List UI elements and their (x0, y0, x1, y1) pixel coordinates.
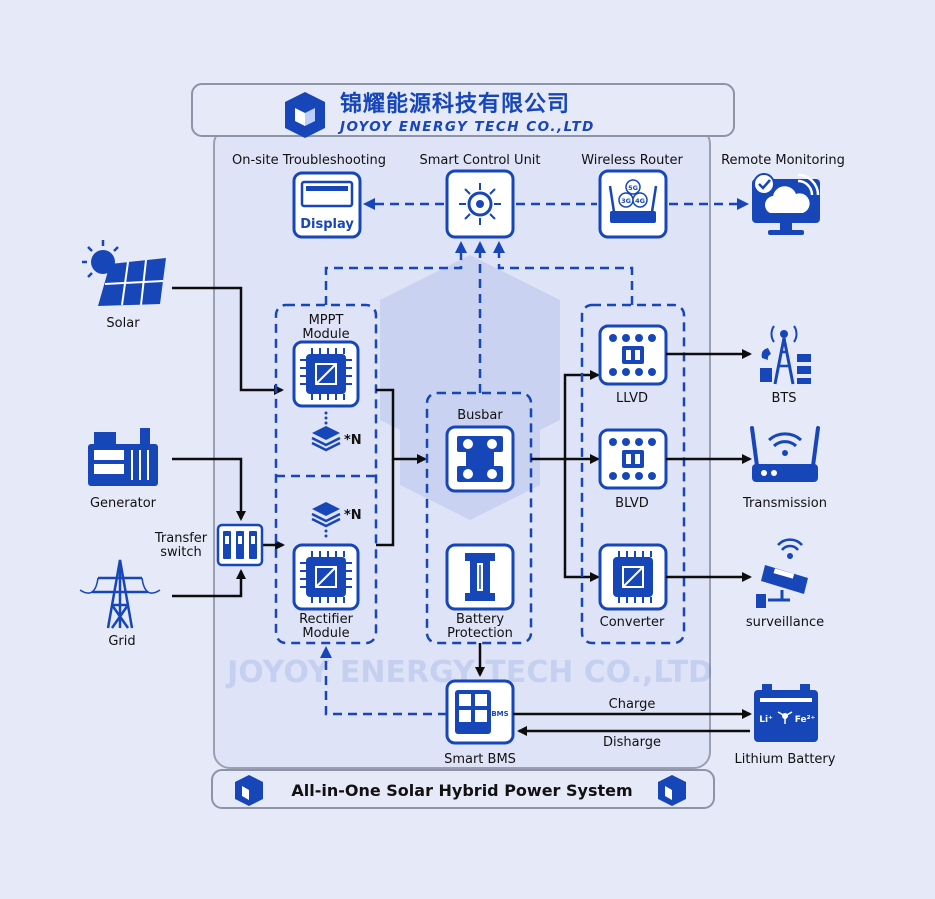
display-text: Display (300, 217, 354, 232)
bms-chip-text: BMS (491, 710, 508, 718)
watermark-logo (380, 255, 560, 520)
transfer-switch-icon (216, 523, 264, 567)
battery-protection-icon (445, 543, 515, 611)
converter-label: Converter (600, 615, 665, 630)
mppt-ellipsis-icon (324, 411, 328, 425)
solar-label: Solar (106, 316, 140, 331)
solar-to-mppt-link (172, 286, 284, 395)
transmission-router-icon (750, 426, 820, 482)
generator-icon (88, 428, 158, 486)
solar-panel-icon (82, 240, 166, 306)
grid-label: Grid (108, 634, 135, 649)
smart-bms-label: Smart BMS (444, 752, 516, 767)
generator-to-switch-link (172, 457, 246, 521)
smart-bms-icon: BMS (445, 679, 515, 745)
bts-label: BTS (771, 391, 796, 406)
battery-protection-label-line1: Battery (456, 612, 504, 627)
bts-tower-icon (760, 325, 811, 385)
mppt-module-icon (292, 340, 360, 408)
router-3g-text: 3G (621, 197, 631, 205)
footer-logo-right-icon (658, 775, 686, 806)
mppt-label-line1: MPPT (309, 313, 344, 328)
smart-control-unit-icon (445, 169, 515, 239)
rectifier-module-icon (292, 543, 360, 611)
footer-banner (211, 769, 715, 809)
busbar-label: Busbar (457, 408, 503, 423)
company-name-en: JOYOY ENERGY TECH CO.,LTD (337, 119, 595, 135)
discharge-label: Disharge (603, 735, 661, 750)
mppt-count-label: *N (344, 433, 362, 448)
mppt-to-scu-link (324, 241, 467, 305)
onsite-label: On-site Troubleshooting (232, 153, 386, 168)
rectifier-stack-icon (311, 502, 341, 528)
mppt-stack-icon (311, 426, 341, 452)
company-logo-icon (285, 92, 325, 138)
battery-protection-label-line2: Protection (447, 626, 513, 641)
remote-monitoring-icon (752, 173, 820, 235)
company-name-cn: 锦耀能源科技有限公司 (340, 91, 570, 117)
transfer-label-line2: switch (160, 545, 202, 560)
generator-label: Generator (90, 496, 157, 511)
header-banner (191, 83, 735, 137)
llvd-label: LLVD (616, 391, 648, 406)
transmission-label: Transmission (742, 496, 827, 511)
grid-to-switch-link (172, 569, 246, 598)
mppt-rectifier-group (274, 303, 378, 645)
wireless-router-icon: 5G 3G 4G (598, 169, 668, 239)
grid-tower-icon (79, 559, 161, 629)
busbar-to-converter-link (563, 459, 600, 582)
llvd-icon (598, 324, 668, 386)
rectifier-label-line2: Module (302, 626, 349, 641)
router-4g-text: 4G (635, 197, 645, 205)
rectifier-count-label: *N (344, 508, 362, 523)
footer-logo-left-icon (235, 775, 263, 806)
surveillance-label: surveillance (746, 615, 824, 630)
surveillance-camera-icon (756, 538, 808, 608)
fe-ion-text: Fe²⁺ (795, 715, 816, 725)
rectifier-label-line1: Rectifier (299, 612, 353, 627)
router-label: Wireless Router (581, 153, 683, 168)
bms-to-rectifier-link (320, 646, 447, 716)
lvd-group (580, 303, 686, 645)
remote-label: Remote Monitoring (721, 153, 845, 168)
converter-icon (598, 543, 668, 611)
blvd-icon (598, 428, 668, 490)
lithium-battery-icon: Li⁺ Fe²⁺ (754, 684, 818, 742)
li-ion-text: Li⁺ (759, 715, 773, 725)
router-5g-text: 5G (628, 184, 638, 192)
scu-label: Smart Control Unit (419, 153, 540, 168)
rectifier-to-busbar-link (376, 459, 395, 547)
transfer-label-line1: Transfer (154, 531, 208, 546)
rectifier-ellipsis-icon (324, 529, 328, 538)
display-icon: Display (292, 171, 362, 239)
busbar-group (425, 391, 533, 645)
busbar-icon (445, 425, 515, 493)
mppt-to-busbar-link (376, 388, 427, 464)
charge-label: Charge (609, 697, 656, 712)
lithium-battery-label: Lithium Battery (735, 752, 836, 767)
blvd-label: BLVD (615, 496, 649, 511)
lvd-to-scu-link (493, 241, 634, 305)
mppt-label-line2: Module (302, 327, 349, 342)
footer-title: All-in-One Solar Hybrid Power System (291, 781, 632, 800)
